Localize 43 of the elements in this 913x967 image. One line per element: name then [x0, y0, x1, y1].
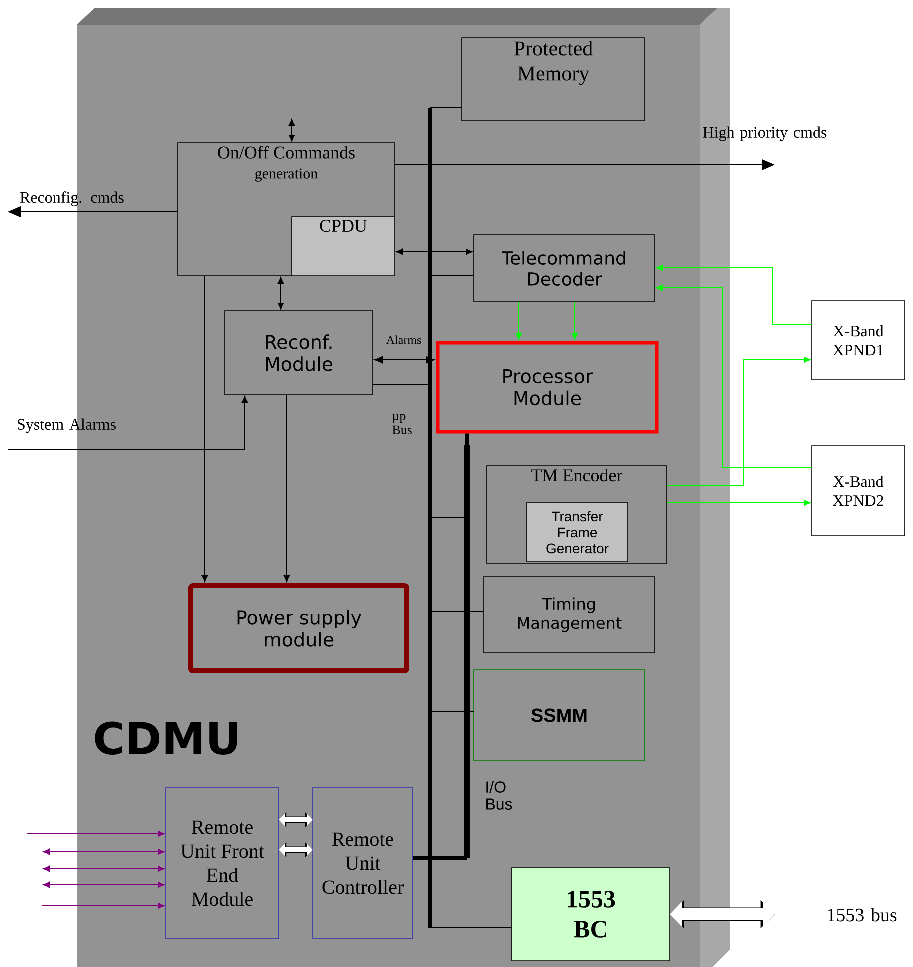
- arrow: [656, 284, 812, 468]
- arrow: [666, 356, 811, 486]
- module-box: Telecommand Decoder: [474, 234, 656, 302]
- module-box: Processor Module: [436, 341, 659, 434]
- module-box: 1553 BC: [512, 868, 670, 962]
- arrow: [8, 396, 248, 450]
- arrow: [288, 119, 296, 142]
- module-box: Transfer Frame Generator: [526, 502, 628, 562]
- arrow: [42, 902, 165, 910]
- edge-label: 1553 bus: [828, 908, 897, 922]
- bus-label: µp Bus: [392, 414, 412, 434]
- bus-label: I/O Bus: [486, 781, 512, 810]
- arrow: [202, 276, 208, 582]
- module-box: Remote Unit Controller: [312, 788, 414, 940]
- arrow: [666, 500, 811, 506]
- arrow: [43, 866, 165, 872]
- edge-label: Reconfig. cmds: [20, 192, 124, 206]
- module-box: CPDU: [292, 216, 396, 276]
- arrow: [374, 356, 435, 364]
- module-box: Protected Memory: [462, 38, 646, 122]
- arrow: [516, 302, 522, 340]
- arrow: [279, 842, 313, 858]
- connector-line: [465, 434, 469, 445]
- transponder-box: X-Band XPND2: [812, 446, 906, 536]
- arrow: [279, 812, 313, 828]
- module-box: SSMM: [474, 670, 646, 762]
- edge-label: High priority cmds: [703, 126, 827, 142]
- arrow: [572, 302, 578, 340]
- module-box: Power supply module: [188, 584, 410, 674]
- arrow: [43, 882, 165, 888]
- edge-label: Alarms: [386, 336, 422, 344]
- arrow: [278, 277, 284, 310]
- module-box: Reconf. Module: [224, 310, 374, 396]
- module-box: Remote Unit Front End Module: [166, 788, 280, 940]
- connector-line: [372, 384, 428, 386]
- transponder-box: X-Band XPND1: [812, 300, 906, 380]
- arrow: [656, 264, 812, 326]
- arrow: [26, 830, 165, 838]
- connector-line: [413, 856, 467, 860]
- arrow: [284, 394, 290, 582]
- module-box: Timing Management: [484, 576, 656, 654]
- arrow: [396, 248, 473, 256]
- arrow: [43, 848, 165, 856]
